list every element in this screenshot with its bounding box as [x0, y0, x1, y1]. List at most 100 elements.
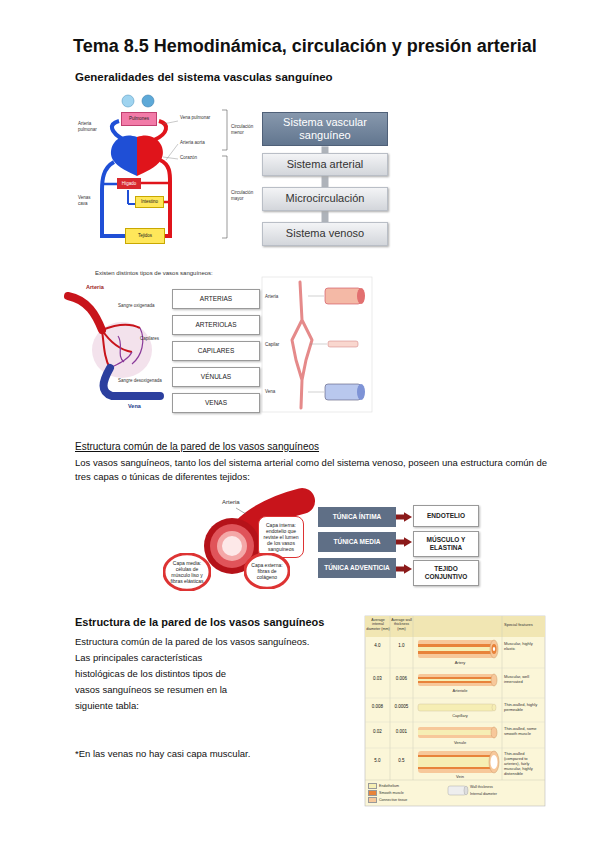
text-label: Arteria pulmonar [78, 121, 106, 132]
text-label: Venas cava [78, 195, 98, 206]
illustration-part [418, 674, 494, 686]
legend-text: Connective tissue [379, 798, 407, 802]
table-cell: 0.03 [365, 676, 390, 682]
node-text: TÚNICA ÍNTIMA [333, 513, 382, 521]
node-text: TÚNICA MEDIA [333, 538, 380, 546]
table-cell: Special features [504, 622, 544, 627]
label-box: Sistema venoso [262, 222, 388, 246]
node-text: Tejidos [138, 233, 152, 238]
text-label: Sangre oxigenada [118, 303, 160, 309]
node-text: CAPILARES [198, 347, 235, 355]
node-text: Sistema vascular sanguíneo [268, 116, 382, 142]
text-label: Vena pulmonar [180, 115, 225, 121]
illustration-part [222, 536, 242, 556]
arrow-head [404, 537, 412, 547]
illustration-part [308, 296, 324, 297]
label-box: VENAS [172, 393, 260, 413]
legend-row: Endothelium [368, 783, 399, 789]
connector [396, 564, 412, 574]
illustration-part [328, 341, 358, 347]
illustration-part [236, 508, 246, 514]
callout-ellipse: Capa media: células de músculo liso y fi… [163, 553, 211, 591]
node-text: Intestino [141, 199, 158, 204]
label-box: Pulmones [121, 112, 157, 126]
label-box: Intestino [135, 196, 164, 208]
text-label: Arteria aorta [180, 140, 225, 146]
illustration-part [142, 95, 154, 107]
illustration-part [102, 183, 118, 186]
callout-ellipse: Capa externa: fibras de colágeno [244, 553, 290, 589]
label-box: Sistema vascular sanguíneo [262, 112, 388, 146]
illustration-part [357, 288, 365, 304]
legend-swatch [368, 783, 377, 789]
illustration-part [127, 190, 129, 204]
illustration-part [137, 135, 163, 176]
table-cell: Wall thickness [470, 785, 515, 789]
label-box: TEJIDO CONJUNTIVO [413, 560, 479, 586]
illustration-part [448, 786, 466, 795]
histology-table-figure [365, 616, 545, 806]
table-cell: Muscular, highly elastic [504, 641, 544, 651]
illustration-part [493, 647, 495, 651]
legend-text: Smooth muscle [379, 791, 404, 795]
illustration-part [128, 203, 135, 205]
table-cell: Average internal diameter (mm) [366, 618, 390, 631]
illustration-part [492, 704, 496, 711]
node-text: ARTERIAS [200, 295, 232, 303]
label-box: MÚSCULO Y ELASTINA [413, 531, 479, 557]
table-cell: 0.006 [390, 676, 413, 682]
illustration-part [418, 679, 494, 681]
illustration-part [491, 727, 497, 738]
illustration-part [365, 698, 545, 699]
label-box: Tejidos [125, 228, 165, 244]
illustration-part [418, 647, 494, 651]
illustration-part [418, 755, 494, 769]
table-cell: Internal diameter [470, 792, 515, 796]
label-box: Sistema arterial [262, 153, 388, 176]
text-label: Los vasos sanguíneos, tanto los del sist… [75, 456, 553, 484]
connector-line [396, 515, 405, 520]
illustration-part [418, 727, 494, 738]
illustration-part [492, 644, 497, 654]
illustration-part [68, 296, 102, 330]
illustration-part [357, 384, 365, 400]
node-text: Capa interna: endotelio que reviste el l… [262, 522, 300, 552]
node-text: ARTERIOLAS [195, 321, 236, 329]
connector-line [322, 176, 329, 187]
table-cell: 1.0 [390, 643, 413, 649]
illustration-part [418, 640, 494, 658]
illustration-part [110, 328, 143, 368]
illustration-part [365, 668, 545, 669]
illustration-part [418, 704, 494, 711]
text-label: Capilar [265, 342, 289, 348]
illustration-part [102, 162, 125, 236]
node-text: MÚSCULO Y ELASTINA [418, 536, 474, 552]
node-text: TEJIDO CONJUNTIVO [418, 565, 474, 581]
illustration-part [310, 344, 327, 345]
illustration-part [325, 288, 361, 304]
text-label: Sangre desoxigenada [118, 378, 163, 384]
callout-box: Capa interna: endotelio que reviste el l… [258, 516, 304, 558]
node-text: VÉNULAS [201, 373, 231, 381]
table-cell: 5.0 [365, 758, 390, 764]
illustration-part [164, 201, 170, 204]
connector [325, 176, 326, 187]
node-text: Sistema arterial [287, 158, 363, 171]
illustration-part [365, 616, 545, 806]
illustration-part [418, 757, 494, 767]
label-box: TÚNICA ADVENTICIA [318, 558, 396, 578]
text-label: Circulación menor [231, 124, 257, 135]
illustration-part [490, 640, 498, 658]
node-text: Hígado [122, 181, 137, 186]
label-box: ENDOTELIO [413, 505, 479, 527]
subsection-heading: Estructura común de la pared de los vaso… [75, 441, 405, 454]
table-cell: 0.008 [365, 704, 390, 710]
label-box: TÚNICA ÍNTIMA [318, 507, 396, 527]
illustration-part [163, 121, 178, 124]
label-box: CAPILARES [172, 341, 260, 361]
illustration-part [141, 182, 170, 185]
label-box: Microcirculación [262, 187, 388, 211]
node-text: Microcirculación [286, 192, 365, 205]
legend-swatch [368, 790, 377, 796]
illustration-part [491, 755, 498, 769]
